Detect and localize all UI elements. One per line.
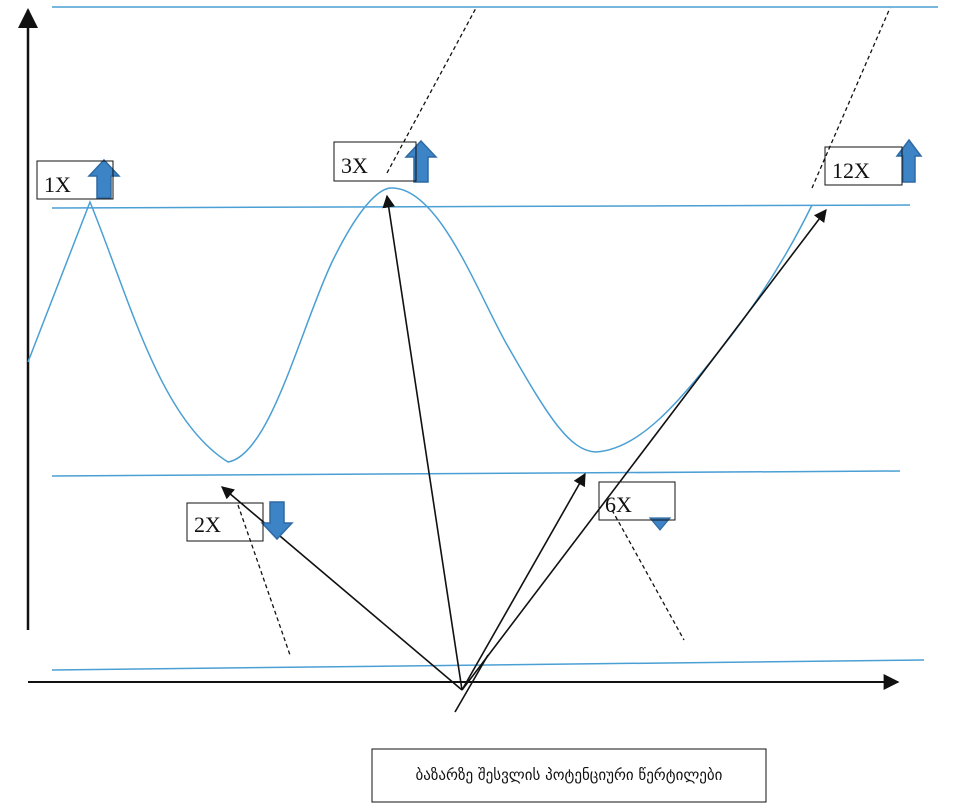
- label-2x: 2X: [186, 502, 264, 542]
- label-2x-text: 2X: [194, 512, 221, 537]
- label-6x: 6X: [598, 481, 676, 521]
- price-curve: [27, 187, 813, 463]
- level-resistance: [51, 204, 911, 209]
- label-12x-text: 12X: [832, 158, 870, 183]
- arrow-down-icon: [648, 517, 672, 531]
- pointer-arrow-3x: [382, 194, 463, 691]
- arrow-up-icon: [87, 158, 121, 199]
- label-3x: 3X: [333, 141, 417, 182]
- label-1x-text: 1X: [44, 172, 71, 197]
- arrow-up-icon: [404, 139, 438, 183]
- dashed-line-3x: [386, 7, 477, 174]
- dashed-line-6x: [611, 509, 685, 641]
- caption-box: ბაზარზე შესვლის პოტენციური წერტილები: [371, 748, 767, 803]
- pointer-arrow-6x: [461, 472, 586, 691]
- dashed-line-2x: [237, 504, 291, 656]
- caption-text: ბაზარზე შესვლის პოტენციური წერტილები: [416, 766, 723, 784]
- label-1x: 1X: [36, 160, 114, 200]
- caption-pointer: [454, 654, 489, 713]
- label-6x-text: 6X: [605, 492, 632, 517]
- arrow-down-icon: [260, 501, 294, 541]
- label-12x: 12X: [824, 146, 903, 186]
- pointer-arrow-2x: [221, 486, 463, 691]
- arrow-up-icon: [895, 138, 923, 183]
- pointer-arrow-12x: [461, 208, 827, 691]
- label-3x-text: 3X: [341, 153, 368, 178]
- level-support: [51, 470, 901, 477]
- level-bottom: [51, 659, 925, 671]
- dashed-line-12x: [811, 7, 891, 189]
